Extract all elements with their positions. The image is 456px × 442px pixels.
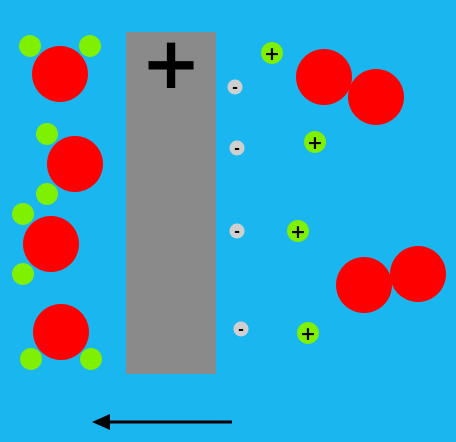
hydrogen-atom	[19, 35, 41, 57]
oxygen-atom	[336, 257, 392, 313]
hydrogen-ion-label: +	[264, 43, 280, 65]
oxygen-atom	[390, 246, 446, 302]
electron: -	[233, 321, 249, 338]
hydrogen-ion-label: +	[300, 323, 316, 345]
hydrogen-atom	[12, 263, 34, 285]
hydrogen-ion-label: +	[290, 221, 306, 243]
hydrogen-ion: +	[261, 42, 283, 65]
electron: -	[229, 223, 245, 240]
hydrogen-atom	[12, 203, 34, 225]
electron: -	[227, 79, 243, 96]
water-molecule	[36, 123, 103, 205]
hydrogen-ion: +	[287, 220, 309, 243]
oxygen-atom	[348, 69, 404, 125]
oxygen-atom	[47, 136, 103, 192]
electron: -	[229, 140, 245, 157]
electrode	[126, 32, 216, 374]
hydrogen-atom	[36, 183, 58, 205]
hydrogen-ion: +	[297, 322, 319, 345]
oxygen-molecule	[336, 246, 446, 313]
water-molecule	[19, 35, 101, 102]
hydrogen-ion-label: +	[307, 132, 323, 154]
hydrogen-atom	[20, 348, 42, 370]
water-molecule	[20, 304, 102, 370]
hydrogen-ion: +	[304, 131, 326, 154]
oxygen-atom	[32, 46, 88, 102]
oxygen-molecule	[296, 49, 404, 125]
electron-label: -	[234, 224, 240, 240]
electron-label: -	[232, 80, 238, 96]
water-molecule	[12, 203, 79, 285]
oxygen-atom	[296, 49, 352, 105]
oxygen-atom	[23, 216, 79, 272]
hydrogen-atom	[80, 348, 102, 370]
oxygen-atom	[33, 304, 89, 360]
left-arrow-icon	[92, 414, 232, 430]
electron-label: -	[238, 322, 244, 338]
hydrogen-atom	[36, 123, 58, 145]
electrode-polarity-label: +	[140, 21, 202, 105]
electron-label: -	[234, 141, 240, 157]
hydrogen-atom	[79, 35, 101, 57]
